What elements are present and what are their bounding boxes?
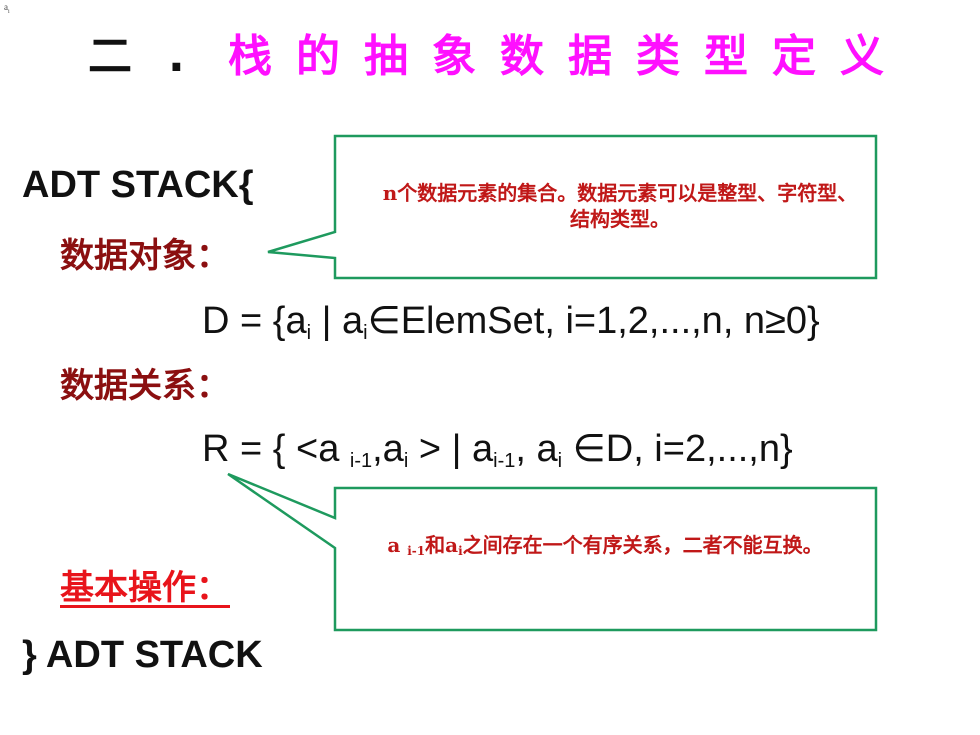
title-text: 栈的抽象数据类型定义	[228, 31, 908, 82]
formula-data-set: D = {ai | ai∈ElemSet, i=1,2,...,n, n≥0}	[202, 300, 820, 344]
section-data-objects: 数据对象：	[60, 236, 230, 276]
title-number: 二	[88, 31, 136, 82]
formula-relation: R = { <a i-1,ai > | ai-1, ai ∈D, i=2,...…	[202, 428, 793, 472]
callout-bottom-text: a i-1和ai之间存在一个有序关系，二者不能互换。	[387, 533, 823, 558]
section-data-relations: 数据关系：	[60, 366, 230, 406]
slide-title: 二 . 栈的抽象数据类型定义	[0, 22, 980, 92]
adt-open-line: ADT STACK{	[22, 164, 254, 206]
callout-bottom-box	[227, 472, 878, 632]
section-basic-operations: 基本操作：	[60, 568, 230, 608]
callout-top-box	[267, 134, 878, 280]
corner-mark: ai	[4, 2, 10, 15]
title-separator: .	[168, 31, 185, 82]
callout-top-text: n个数据元素的集合。数据元素可以是整型、字符型、结构类型。	[382, 181, 858, 231]
adt-close-line: } ADT STACK	[22, 634, 263, 676]
